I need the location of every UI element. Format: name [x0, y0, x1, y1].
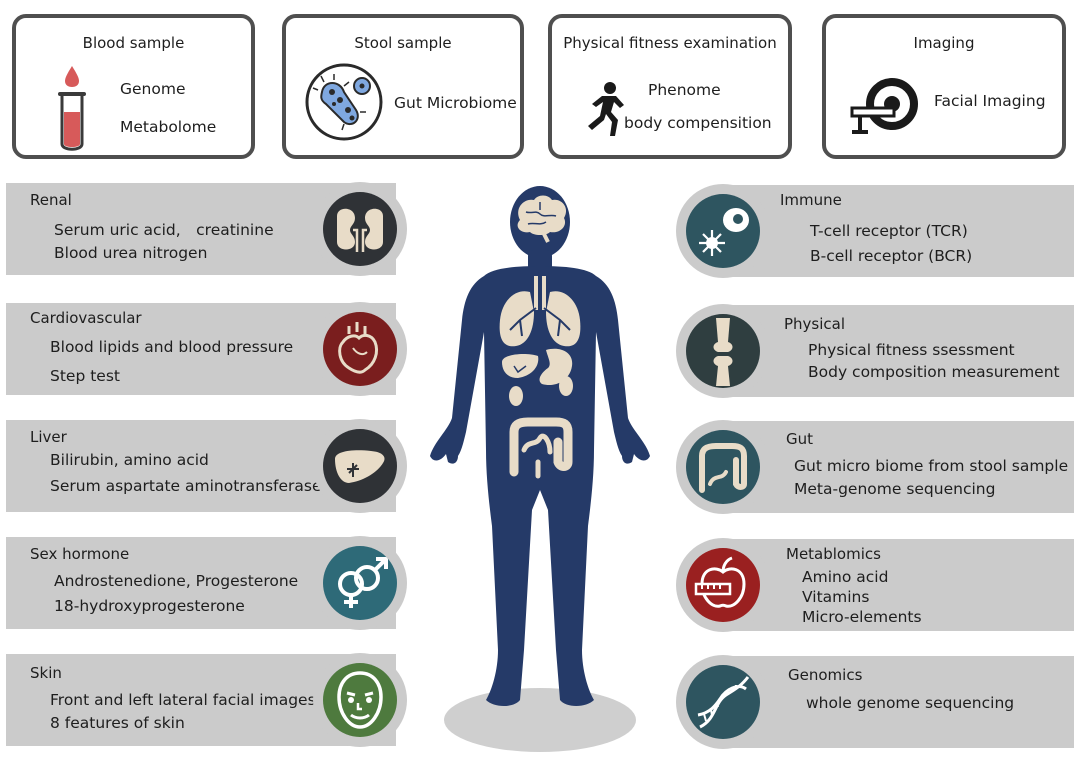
- immune-cell-icon: [699, 208, 749, 256]
- physical-fitness-box: Physical fitness examination Phenome bod…: [548, 14, 792, 159]
- blood-sample-title: Blood sample: [82, 34, 185, 52]
- sex-hormone-badge: [313, 536, 407, 630]
- genomics-badge: [676, 655, 770, 749]
- dna-icon: [697, 676, 750, 729]
- immune-line-1: T-cell receptor (TCR): [810, 222, 968, 240]
- metablomics-badge: [676, 538, 770, 632]
- immune-panel: Immune T-cell receptor (TCR) B-cell rece…: [724, 185, 1074, 277]
- heart-icon: [338, 322, 379, 374]
- genomics-panel: Genomics whole genome sequencing: [724, 656, 1074, 748]
- renal-line-2: Blood urea nitrogen: [54, 244, 208, 262]
- imaging-title: Imaging: [913, 34, 975, 52]
- body-kidneys-icon: [509, 376, 573, 406]
- blood-genome-label: Genome: [120, 80, 186, 98]
- facial-imaging-label: Facial Imaging: [934, 92, 1046, 110]
- metablomics-line-2: Vitamins: [802, 588, 870, 606]
- liver-line-2: Serum aspartate aminotransferase: [50, 477, 322, 495]
- cardiovascular-line-2: Step test: [50, 367, 120, 385]
- physical-title: Physical: [784, 315, 846, 333]
- body-compensition-label: body compensition: [624, 114, 772, 132]
- face-mask-icon: [337, 671, 383, 729]
- imaging-box: Imaging Facial Imaging: [822, 14, 1066, 159]
- skin-badge: [313, 653, 407, 747]
- skin-title: Skin: [30, 664, 62, 682]
- knee-joint-icon: [713, 318, 733, 386]
- renal-title: Renal: [30, 191, 72, 209]
- physical-line-1: Physical fitness ssessment: [808, 341, 1015, 359]
- immune-title: Immune: [780, 191, 842, 209]
- kidneys-icon: [337, 208, 383, 252]
- apple-tape-icon: [694, 556, 746, 608]
- phenome-label: Phenome: [648, 81, 721, 99]
- metablomics-line-3: Micro-elements: [802, 608, 922, 626]
- metablomics-line-1: Amino acid: [802, 568, 889, 586]
- blood-metabolome-label: Metabolome: [120, 118, 217, 136]
- liver-title: Liver: [30, 428, 67, 446]
- liver-stomach-icon: [502, 348, 573, 386]
- floor-shadow: [444, 688, 636, 752]
- intestine-icon: [699, 443, 747, 493]
- cardiovascular-badge: [313, 302, 407, 396]
- liver-icon: [335, 450, 385, 483]
- lungs-icon: [499, 276, 581, 347]
- immune-badge: [676, 184, 770, 278]
- sex-hormone-line-2: 18-hydroxyprogesterone: [54, 597, 245, 615]
- physical-line-2: Body composition measurement: [808, 363, 1060, 381]
- runner-icon: [578, 80, 626, 144]
- genomics-title: Genomics: [788, 666, 863, 684]
- skin-line-1: Front and left lateral facial images: [50, 691, 316, 709]
- blood-sample-box: Blood sample Genome Metabolome: [12, 14, 255, 159]
- liver-badge: [313, 419, 407, 513]
- cardiovascular-line-1: Blood lipids and blood pressure: [50, 338, 294, 356]
- gut-title: Gut: [786, 430, 814, 448]
- liver-line-1: Bilirubin, amino acid: [50, 451, 209, 469]
- physical-fitness-title: Physical fitness examination: [563, 34, 777, 52]
- immune-line-2: B-cell receptor (BCR): [810, 247, 973, 265]
- intestines-icon: [509, 417, 573, 479]
- metablomics-panel: Metablomics Amino acid Vitamins Micro-el…: [724, 539, 1074, 631]
- physical-badge: [676, 304, 770, 398]
- gut-line-1: Gut micro biome from stool sample: [794, 457, 1069, 475]
- renal-line-1: Serum uric acid, creatinine: [54, 221, 274, 239]
- genomics-line-1: whole genome sequencing: [806, 694, 1015, 712]
- human-body-figure: [410, 180, 670, 760]
- stool-gut-microbiome-label: Gut Microbiome: [394, 94, 517, 112]
- stool-sample-box: Stool sample Gut Microbiome: [282, 14, 524, 159]
- bacteria-icon: [304, 62, 384, 146]
- physical-panel: Physical Physical fitness ssessment Body…: [724, 305, 1074, 397]
- brain-icon: [517, 195, 567, 243]
- cardiovascular-title: Cardiovascular: [30, 309, 142, 327]
- renal-badge: [313, 182, 407, 276]
- sex-hormone-title: Sex hormone: [30, 545, 130, 563]
- metablomics-title: Metablomics: [786, 545, 881, 563]
- stool-sample-title: Stool sample: [354, 34, 452, 52]
- gender-symbols-icon: [338, 557, 388, 608]
- gut-badge: [676, 420, 770, 514]
- skin-line-2: 8 features of skin: [50, 714, 185, 732]
- gut-panel: Gut Gut micro biome from stool sample Me…: [724, 421, 1074, 513]
- test-tube-icon: [54, 64, 90, 160]
- sex-hormone-line-1: Androstenedione, Progesterone: [54, 572, 299, 590]
- gut-line-2: Meta-genome sequencing: [794, 480, 996, 498]
- mri-scanner-icon: [848, 76, 918, 142]
